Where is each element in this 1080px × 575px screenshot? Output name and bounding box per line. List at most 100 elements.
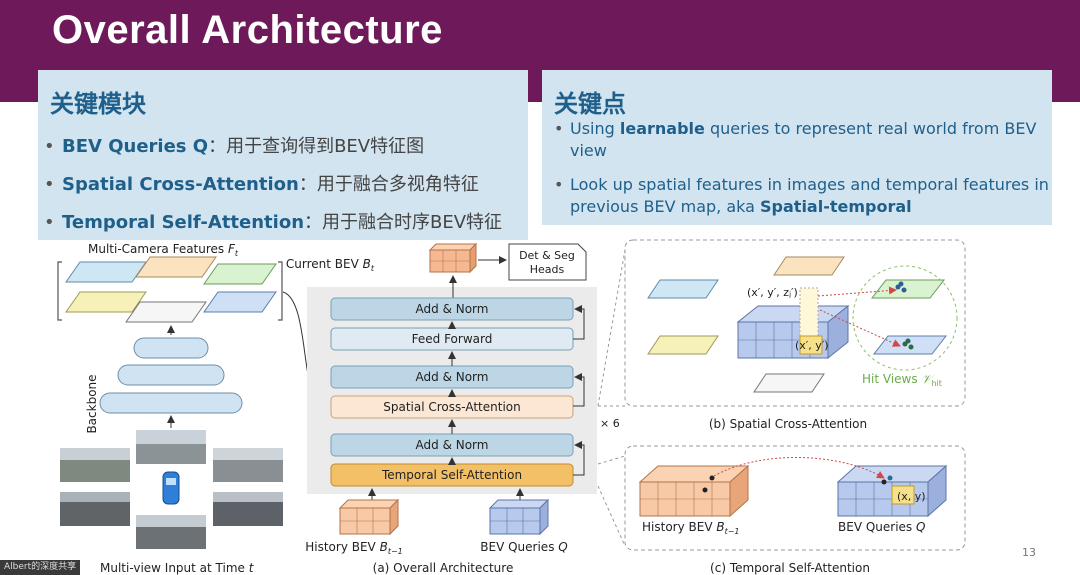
add-norm-block xyxy=(330,297,574,321)
camera-sky xyxy=(136,430,206,444)
feature-plane xyxy=(753,373,825,393)
sample-point xyxy=(908,344,914,350)
key-points-heading: 关键点 xyxy=(554,90,626,118)
module-desc: ：用于查询得到BEV特征图 xyxy=(208,136,425,157)
module-term: Spatial Cross-Attention xyxy=(62,174,299,195)
residual-line xyxy=(573,305,585,340)
history-bev-label: History BEV Bt−1 xyxy=(642,520,740,536)
history-bev-label: History BEV Bt−1 xyxy=(305,540,403,556)
history-bev-cube xyxy=(338,499,400,509)
key-points-list: •Using learnable queries to represent re… xyxy=(548,118,1050,230)
query-cell xyxy=(799,335,823,355)
feed-forward-label: Feed Forward xyxy=(412,332,493,346)
list-item: •Spatial Cross-Attention：用于融合多视角特征 xyxy=(44,166,502,204)
key-modules-heading: 关键模块 xyxy=(50,90,146,118)
zoom-line xyxy=(597,485,626,547)
point-text: Look up spatial features in images and t… xyxy=(570,175,1049,216)
feature-plane xyxy=(647,279,719,299)
sample-point xyxy=(702,487,708,493)
left-bracket xyxy=(57,261,62,321)
right-bracket xyxy=(278,261,283,321)
bullet-icon: • xyxy=(554,175,564,194)
feature-plane xyxy=(135,256,217,278)
bullet-icon: • xyxy=(44,212,55,233)
heads-label-2: Heads xyxy=(530,263,565,276)
list-item: • BEV Queries Q：用于查询得到BEV特征图 xyxy=(44,128,502,166)
point-xy-label: (x, y) xyxy=(897,490,926,503)
caption-b: (b) Spatial Cross-Attention xyxy=(709,417,867,431)
caption-c: (c) Temporal Self-Attention xyxy=(710,561,870,575)
key-modules-box: 关键模块 •BEV Queries Q：用于查询得到BEV特征图 •Spatia… xyxy=(38,70,528,240)
add-norm-label: Add & Norm xyxy=(416,438,489,452)
feature-plane xyxy=(773,256,845,276)
backbone-layer xyxy=(99,392,243,414)
list-item: • Temporal Self-Attention：用于融合时序BEV特征 xyxy=(44,204,502,242)
bev-queries-label: BEV Queries Q xyxy=(838,520,925,534)
add-norm-label: Add & Norm xyxy=(416,370,489,384)
projection-line xyxy=(819,309,901,347)
feature-plane xyxy=(65,261,147,283)
zoom-line xyxy=(597,249,626,407)
camera-sky xyxy=(136,515,206,527)
car-window xyxy=(166,478,176,485)
history-bev-side xyxy=(389,498,399,536)
bev-queries-label: BEV Queries Q xyxy=(480,540,567,554)
multi-camera-label: Multi-Camera Features Ft xyxy=(88,242,239,258)
feature-plane xyxy=(203,291,277,313)
zoom-line xyxy=(597,455,626,465)
camera-sky xyxy=(60,492,130,502)
list-item: • Look up spatial features in images and … xyxy=(548,174,1050,218)
feature-plane xyxy=(125,301,207,323)
bullet-icon: • xyxy=(554,119,564,138)
point-bold: learnable xyxy=(619,119,705,138)
spatial-cross-attention-label: Spatial Cross-Attention xyxy=(383,400,520,414)
heads-box xyxy=(508,243,587,281)
current-bev-cube xyxy=(428,243,478,251)
history-bev-grid xyxy=(638,465,750,483)
queries-grid-side xyxy=(927,464,947,518)
heads-label-1: Det & Seg xyxy=(519,249,575,262)
multiview-label: Multi-view Input at Time t xyxy=(100,561,255,575)
bev-queries-cube xyxy=(488,499,550,509)
module-term: BEV Queries Q xyxy=(62,136,209,157)
query-cell xyxy=(891,485,915,505)
bev-queries-grid xyxy=(836,465,948,483)
sample-point xyxy=(887,475,893,481)
camera-sky xyxy=(213,448,283,460)
point-2d-label: (x′, y′) xyxy=(795,339,829,352)
sample-point xyxy=(709,475,715,481)
page-number: 13 xyxy=(1022,546,1036,559)
watermark: Albert的深度共享 xyxy=(0,560,81,575)
history-grid-side xyxy=(729,464,749,518)
add-norm-label: Add & Norm xyxy=(416,302,489,316)
camera-sky xyxy=(60,448,130,460)
point-text: queries to represent real world from BEV… xyxy=(570,119,1037,160)
temporal-self-attention-label: Temporal Self-Attention xyxy=(381,468,522,482)
hit-views-circle xyxy=(852,265,958,371)
backbone-layer xyxy=(117,364,225,386)
backbone-label: Backbone xyxy=(85,374,99,433)
hit-view-plane xyxy=(870,279,946,299)
feature-plane xyxy=(65,291,147,313)
residual-line xyxy=(573,441,585,476)
bev-grid-side xyxy=(827,304,849,360)
key-points-box: 关键点 •Using learnable queries to represen… xyxy=(542,70,1052,225)
backbone-layer xyxy=(133,337,209,359)
camera-sky xyxy=(213,492,283,502)
sample-point xyxy=(881,479,887,485)
module-desc: ：用于融合时序BEV特征 xyxy=(304,212,503,233)
slide-title: Overall Architecture xyxy=(52,8,443,52)
current-bev-side xyxy=(469,242,477,274)
module-term: Temporal Self-Attention xyxy=(62,212,305,233)
sample-point xyxy=(905,338,911,344)
feature-plane xyxy=(203,263,277,285)
point-3d-label: (x′, y′, zⱼ′) xyxy=(747,286,798,299)
bullet-icon: • xyxy=(44,136,55,157)
repeat-label: × 6 xyxy=(600,417,620,430)
pillar xyxy=(799,287,819,339)
feature-plane xyxy=(647,335,719,355)
temporal-link xyxy=(713,457,885,479)
hit-views-label: Hit Views 𝒱hit xyxy=(862,372,942,388)
sample-point xyxy=(898,281,904,287)
